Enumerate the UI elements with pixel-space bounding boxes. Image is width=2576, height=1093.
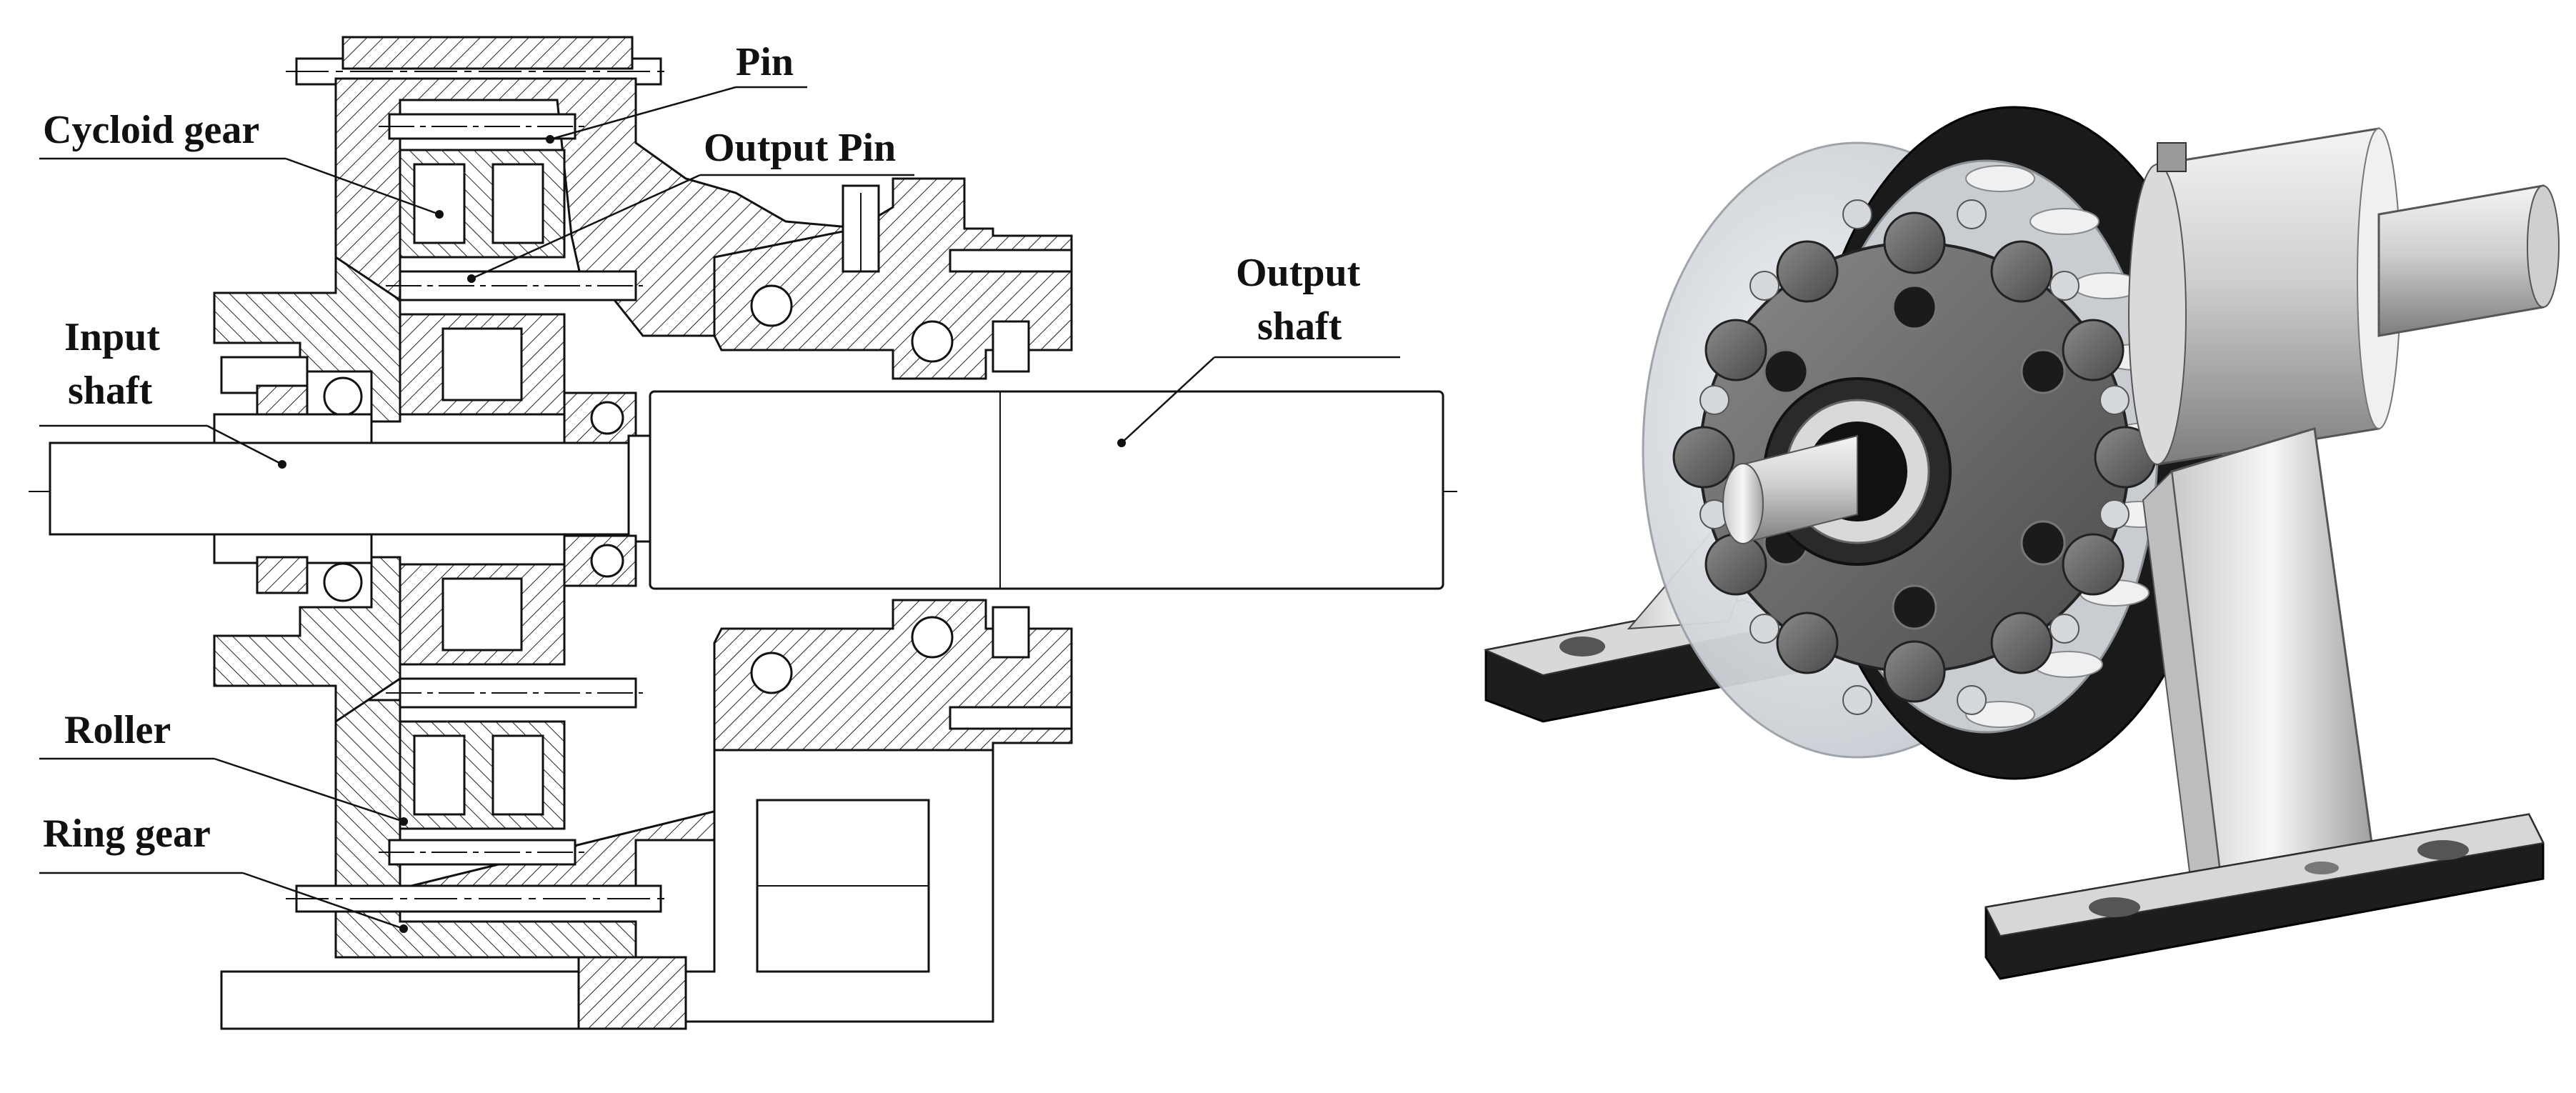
output-housing-top [713,177,1073,380]
label-input-shaft-1: Input [64,315,160,359]
input-shaft [49,441,652,536]
render-3d [1483,106,2560,980]
label-output-shaft-1: Output [1236,251,1361,295]
output-shaft [649,390,1444,590]
output-bearing-bottom-2 [911,616,954,659]
output-shaft-3d [2377,184,2545,337]
input-cover-bottom [213,556,401,724]
label-pin: Pin [736,40,794,84]
label-output-pin: Output Pin [704,126,896,170]
main-housing [2156,127,2380,466]
leader-lines [39,86,1400,930]
housing-top [334,77,866,337]
label-roller: Roller [64,708,171,752]
input-bearing-bottom [323,562,363,602]
label-output-shaft-2: shaft [1257,304,1342,349]
label-ring-gear: Ring gear [43,812,211,856]
leader-dots [278,135,1126,933]
label-input-shaft-2: shaft [68,369,153,413]
output-bearing-top-2 [911,320,954,363]
section-drawing [29,36,1457,1030]
label-cycloid-gear: Cycloid gear [43,108,259,152]
gear-lobes [1672,211,2157,703]
input-bearing-top [323,376,363,416]
output-bearing-bottom-1 [750,652,793,694]
pins-3d [1699,199,2130,715]
output-bearing-top-1 [750,284,793,327]
top-bolt-3d [2157,142,2187,172]
